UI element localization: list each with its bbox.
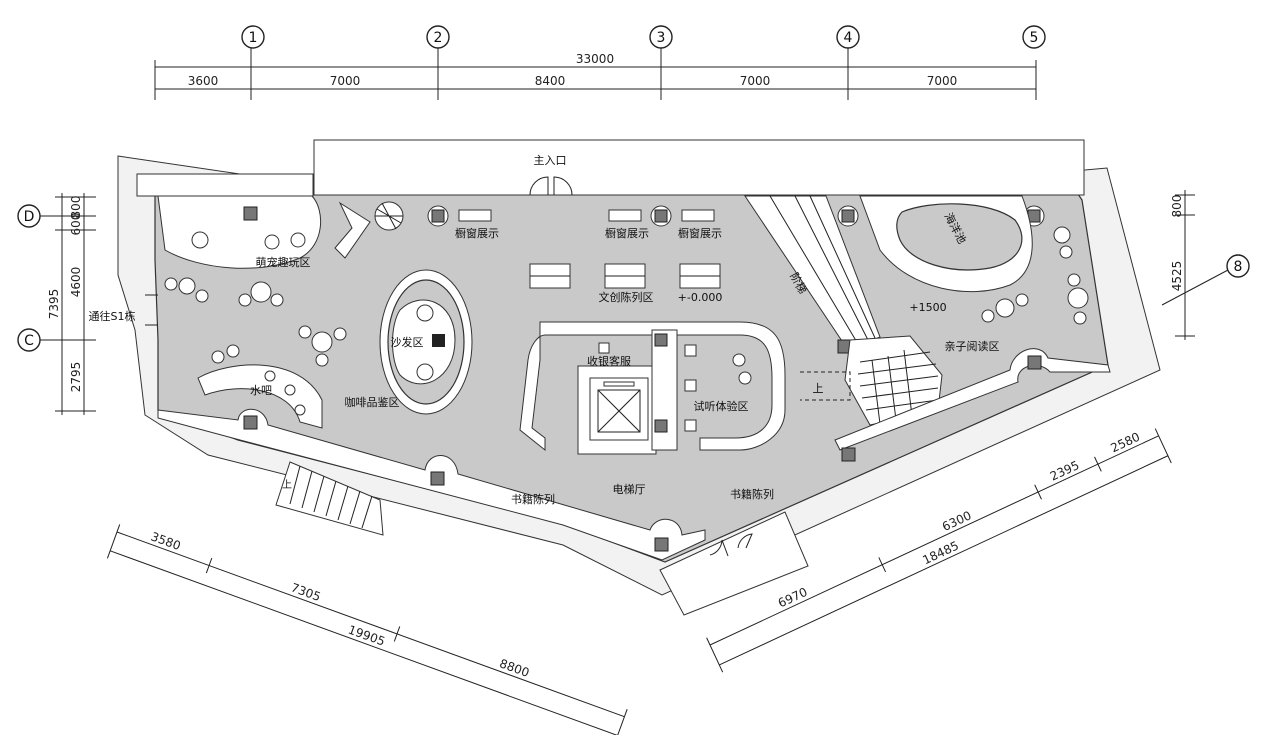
label-window-display-2: 橱窗展示 xyxy=(605,226,649,240)
dim-right-seg-1: 800 xyxy=(1170,195,1184,218)
axis-label-1: 1 xyxy=(249,30,258,46)
dim-left-seg-2: 600 xyxy=(69,213,83,236)
label-cashier: 收银客服 xyxy=(587,354,631,368)
dim-top-seg-3: 8400 xyxy=(535,74,566,88)
label-elevator-hall: 电梯厅 xyxy=(613,483,646,496)
label-cultural-display: 文创陈列区 xyxy=(599,290,654,304)
label-coffee-area: 咖啡品鉴区 xyxy=(345,395,400,409)
right-dimensions: 800 4525 8 xyxy=(1161,190,1250,340)
axis-label-8: 8 xyxy=(1234,259,1243,275)
label-to-s1: 通往S1栋 xyxy=(89,309,136,323)
dim-top-seg-5: 7000 xyxy=(927,74,958,88)
bottom-left-dimensions: 3580 7305 8800 19905 xyxy=(106,524,628,735)
dim-top-seg-4: 7000 xyxy=(740,74,771,88)
exterior-stairs-left xyxy=(275,461,384,536)
pet-area xyxy=(157,195,322,269)
label-up-right: 上 xyxy=(813,382,824,395)
label-water-bar: 水吧 xyxy=(250,384,272,397)
building: 主入口 萌宠趣玩区 通往S1栋 水吧 咖啡品鉴区 xyxy=(89,139,1161,616)
dim-top-seg-1: 3600 xyxy=(188,74,219,88)
axis-bubbles-top: 1 2 3 4 5 xyxy=(241,25,1046,49)
pet-area-wall xyxy=(136,173,314,197)
cashier-wall xyxy=(519,321,786,452)
dim-left-seg-1: 800 xyxy=(69,196,83,219)
label-listening-area: 试听体验区 xyxy=(694,399,749,413)
label-kids-reading: 亲子阅读区 xyxy=(945,339,1000,353)
dim-bl-total: 19905 xyxy=(346,623,387,649)
water-bar-counter xyxy=(197,364,323,429)
label-window-display-3: 橱窗展示 xyxy=(678,226,722,240)
dim-left-seg-4: 2795 xyxy=(69,362,83,393)
label-main-entrance: 主入口 xyxy=(534,154,567,167)
axis-label-3: 3 xyxy=(657,30,666,46)
entrance-canopy xyxy=(313,139,1085,196)
dim-top-total: 33000 xyxy=(576,52,614,66)
top-dimensions: 33000 3600 7000 8400 7000 7000 xyxy=(154,48,1037,100)
label-books-right: 书籍陈列 xyxy=(730,487,774,501)
label-level-zero: +-0.000 xyxy=(678,291,723,304)
axis-label-4: 4 xyxy=(844,30,853,46)
label-sofa-area: 沙发区 xyxy=(391,335,424,349)
bottom-entrance xyxy=(659,511,809,616)
left-dimensions: 800 600 4600 2795 7395 D C xyxy=(17,193,96,415)
label-window-display-1: 橱窗展示 xyxy=(455,226,499,240)
label-level-1500: +1500 xyxy=(909,301,946,314)
dim-br-total: 18485 xyxy=(920,538,961,567)
axis-label-D: D xyxy=(24,209,35,225)
stairs-band xyxy=(744,195,881,351)
axis-label-5: 5 xyxy=(1030,30,1039,46)
dim-top-seg-2: 7000 xyxy=(330,74,361,88)
label-up-left: 上 xyxy=(282,479,292,491)
label-books-left: 书籍陈列 xyxy=(511,492,555,506)
dim-right-seg-2: 4525 xyxy=(1170,261,1184,292)
dim-left-total: 7395 xyxy=(47,289,61,320)
axis-label-2: 2 xyxy=(434,30,443,46)
dim-left-seg-3: 4600 xyxy=(69,267,83,298)
label-pet-area: 萌宠趣玩区 xyxy=(256,255,311,269)
axis-label-C: C xyxy=(24,333,34,349)
